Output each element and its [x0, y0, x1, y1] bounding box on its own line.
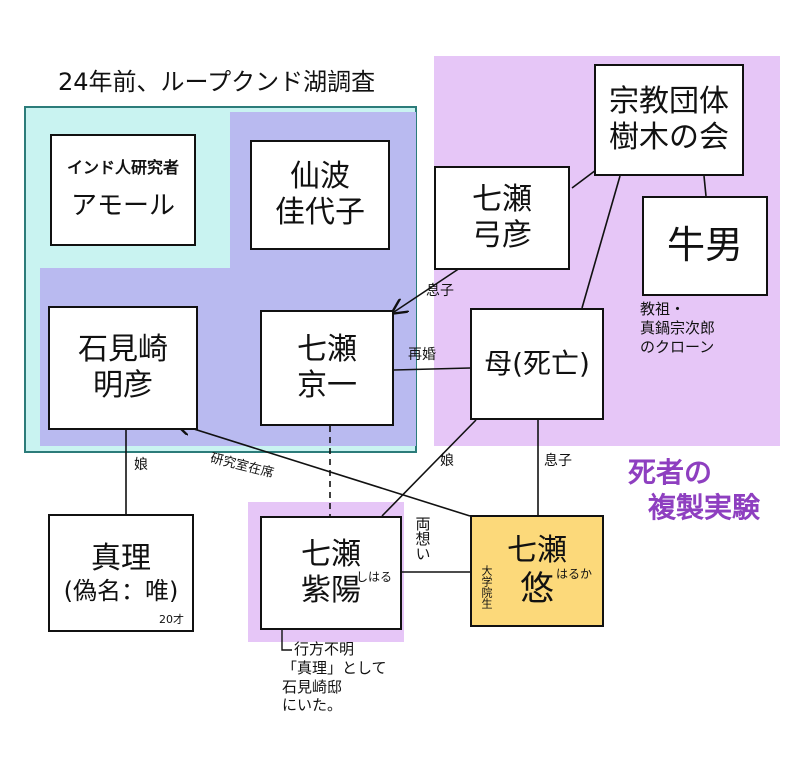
- node-kayoko-given: 佳代子: [275, 195, 365, 230]
- node-haruka: 七瀬 悠 大学院生 はるか: [470, 515, 604, 627]
- node-akihiko-surname: 石見崎: [78, 332, 168, 367]
- node-mari: 真理 (偽名：唯) 20才: [48, 514, 194, 632]
- node-mari-name: 真理: [91, 540, 151, 576]
- node-kyoichi-surname: 七瀬: [297, 332, 357, 367]
- node-mother: 母(死亡): [470, 308, 604, 420]
- gyuo-note: 教祖・ 真鍋宗次郎 のクローン: [640, 300, 715, 356]
- edge-cult-gyuo: [703, 175, 707, 197]
- label-son-kyoichi: 息子: [426, 283, 454, 299]
- node-cult-name: 樹木の会: [609, 120, 729, 155]
- node-amol: インド人研究者 アモール: [50, 134, 196, 246]
- shiyo-note-line1: 行方不明: [294, 640, 355, 658]
- shiyo-note-line2: 「真理」として: [282, 658, 387, 677]
- survey-title: 24年前、ループクンド湖調査: [58, 68, 376, 96]
- shiyo-note-line3: 石見崎邸: [282, 677, 343, 696]
- experiment-label: 死者の 複製実験: [628, 455, 760, 525]
- node-akihiko: 石見崎 明彦: [48, 306, 198, 430]
- shiyo-note-line4: にいた。: [282, 696, 343, 715]
- edge-kyoichi-mother: [393, 367, 471, 371]
- label-daughter-mari: 娘: [134, 457, 148, 473]
- label-daughter-shiyo: 娘: [440, 453, 454, 469]
- gyuo-note-line2: 真鍋宗次郎: [640, 318, 716, 337]
- edge-yumihiko-kyoichi: [394, 267, 461, 312]
- node-shiyo: 七瀬 紫陽 しはる: [260, 516, 402, 630]
- node-gyuo-name: 牛男: [666, 223, 743, 268]
- node-kyoichi-given: 京一: [297, 368, 357, 403]
- gyuo-note-line3: のクローン: [640, 337, 715, 356]
- node-mother-label: 母(死亡): [484, 347, 590, 381]
- node-yumihiko: 七瀬 弓彦: [434, 166, 570, 270]
- node-mari-alias: (偽名：唯): [63, 576, 179, 605]
- node-kayoko: 仙波 佳代子: [250, 140, 390, 250]
- node-mari-age: 20才: [159, 613, 184, 626]
- node-amol-name: アモール: [70, 191, 175, 221]
- label-mutual-love: 両想い: [413, 516, 432, 561]
- gyuo-note-line1: 教祖・: [640, 300, 686, 318]
- node-shiyo-given: 紫陽: [301, 573, 361, 608]
- node-haruka-surname: 七瀬: [507, 532, 567, 568]
- edge-cult-mother: [581, 175, 621, 309]
- node-shiyo-reading: しはる: [355, 570, 392, 584]
- node-kyoichi: 七瀬 京一: [260, 310, 394, 426]
- node-haruka-role: 大学院生: [480, 565, 493, 609]
- experiment-label-line1: 死者の: [628, 456, 713, 489]
- node-akihiko-given: 明彦: [93, 368, 153, 403]
- shiyo-note: 行方不明 「真理」として 石見崎邸 にいた。: [282, 640, 387, 715]
- edge-shiyo-note: [281, 630, 292, 651]
- node-amol-role: インド人研究者: [66, 157, 179, 177]
- node-kayoko-surname: 仙波: [290, 159, 350, 194]
- node-haruka-reading: はるか: [555, 567, 592, 581]
- node-cult: 宗教団体 樹木の会: [594, 64, 744, 176]
- node-shiyo-surname: 七瀬: [301, 537, 361, 572]
- edge-cult-yumihiko: [571, 169, 597, 189]
- experiment-label-line2: 複製実験: [648, 491, 761, 524]
- edge-haruka-akihiko: [178, 424, 471, 517]
- label-remarriage: 再婚: [408, 347, 436, 363]
- node-haruka-given: 悠: [520, 568, 554, 609]
- node-gyuo: 牛男: [642, 196, 768, 296]
- node-yumihiko-given: 弓彦: [472, 218, 532, 253]
- label-son-haruka: 息子: [544, 453, 572, 469]
- node-cult-type: 宗教団体: [609, 84, 729, 119]
- edge-mother-shiyo: [381, 419, 477, 517]
- node-yumihiko-surname: 七瀬: [472, 182, 532, 217]
